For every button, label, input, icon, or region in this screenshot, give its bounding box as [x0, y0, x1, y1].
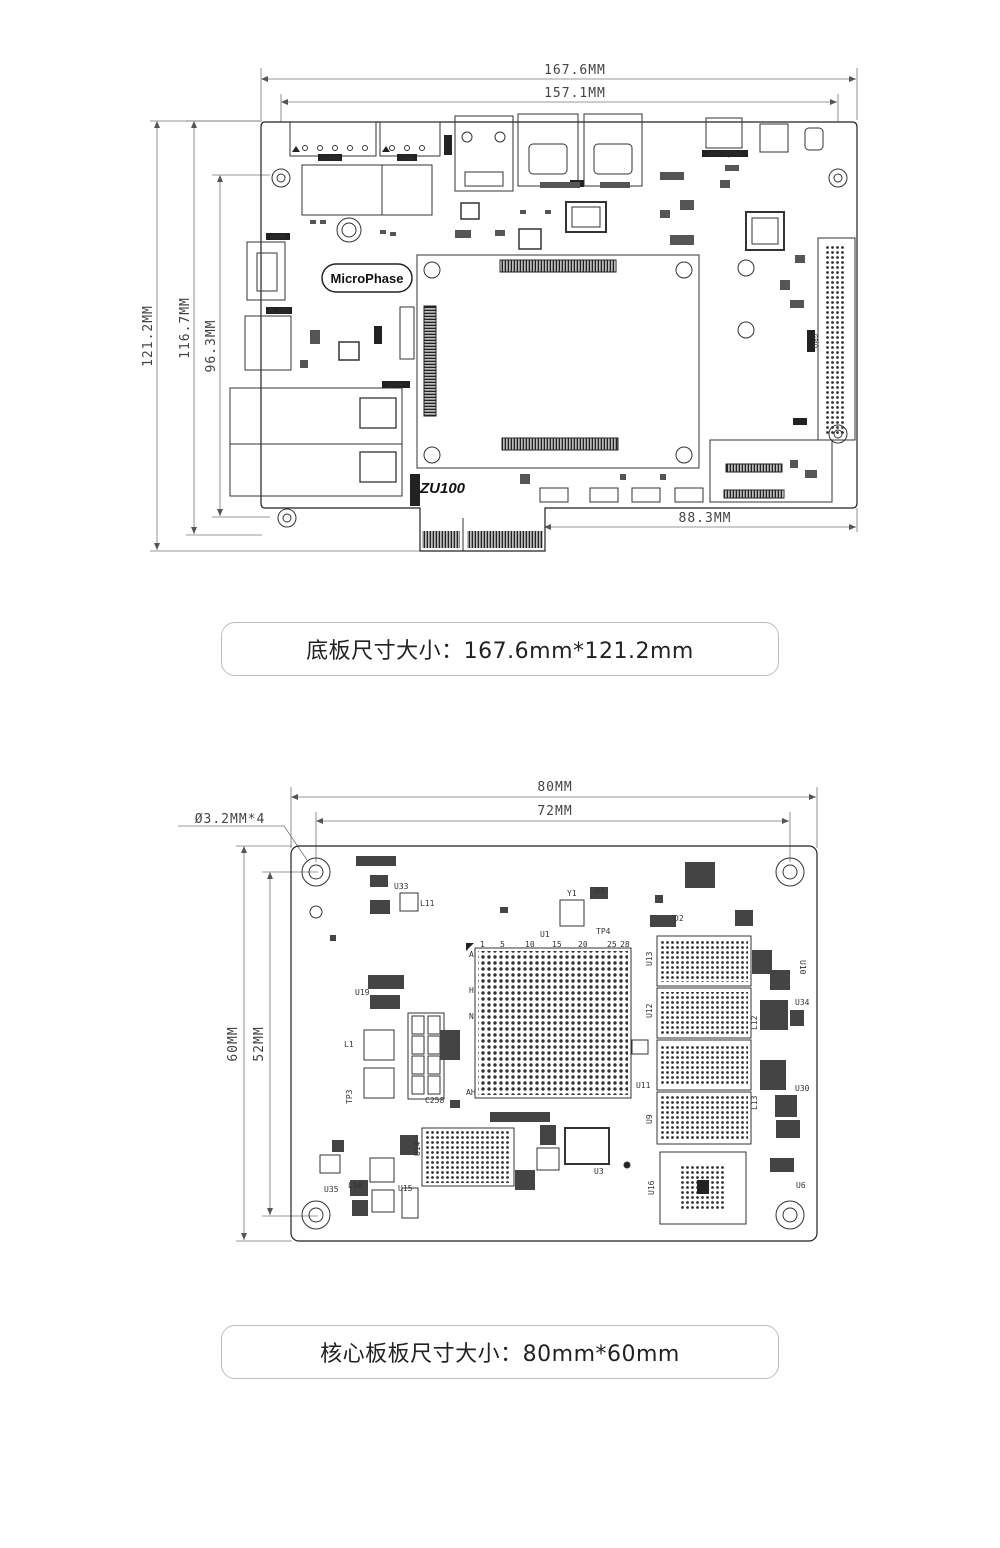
core-width-inner-label: 72MM: [537, 804, 572, 819]
label-u15: U15: [398, 1184, 413, 1193]
model-label: ZU100: [419, 480, 466, 497]
core-dimension-lines: [178, 787, 818, 1242]
bga-col-5: 5: [500, 940, 505, 949]
hole-note-label: Ø3.2MM*4: [195, 812, 266, 827]
bga-col-1: 1: [480, 940, 485, 949]
bga-row-a: A: [469, 950, 474, 959]
bga-col-28: 28: [620, 940, 630, 949]
label-u14: U14: [413, 1141, 422, 1156]
label-l11: L11: [420, 899, 435, 908]
label-u33: U33: [394, 882, 409, 891]
sfp-tag-label: SFP+: [388, 382, 404, 389]
microphase-logo-text: MicroPhase: [331, 271, 404, 286]
ddr-chips: [421, 935, 752, 1225]
label-y1: Y1: [567, 889, 577, 898]
label-d2: D2: [674, 914, 684, 923]
label-l1: L1: [344, 1040, 354, 1049]
bga-col-20: 20: [578, 940, 588, 949]
bga-col-15: 15: [552, 940, 562, 949]
base-height-outer-label: 121.2MM: [141, 305, 156, 367]
label-u13: U13: [645, 951, 654, 966]
label-u6: U6: [796, 1181, 806, 1190]
base-passive-components: [300, 165, 817, 484]
label-tp4: TP4: [596, 927, 611, 936]
base-width-inner-label: 157.1MM: [544, 86, 606, 101]
label-u3: U3: [594, 1167, 604, 1176]
base-board-outline: [260, 121, 858, 552]
label-u9: U9: [645, 1114, 654, 1124]
base-left-connectors: [229, 241, 403, 497]
core-board-socket: [416, 254, 700, 469]
fpga-bga-balls: [478, 951, 628, 1095]
rs485-tag-label: RS485: [320, 155, 340, 162]
core-board-outline: [290, 845, 818, 1242]
hdmi-tag-label: HDMI: [270, 234, 286, 241]
base-chips: [301, 164, 856, 503]
can-tag-label: CAN: [401, 155, 414, 162]
bga-col-labels: 1 5 10 15 20 25 28: [480, 940, 630, 949]
uart-jtag-tag-label: UART&JTAG: [708, 151, 743, 158]
label-u19: U19: [355, 988, 370, 997]
core-width-outer-label: 80MM: [537, 780, 572, 795]
gpio-tag-label: GPIO: [811, 334, 818, 349]
label-l13: L13: [750, 1095, 759, 1110]
label-d1: D1: [595, 886, 605, 895]
base-height-inner-label: 96.3MM: [204, 320, 219, 373]
label-u1: U1: [540, 930, 550, 939]
core-height-inner-label: 52MM: [252, 1026, 267, 1061]
label-c258: C258: [425, 1096, 444, 1105]
microphase-logo: [321, 263, 413, 293]
label-u34: U34: [795, 998, 810, 1007]
pl-eth-tag-label: PL ETH: [269, 308, 290, 315]
label-l12: L12: [750, 1015, 759, 1030]
core-mounting-holes: [301, 857, 805, 1230]
core-component-labels: U1 Y1 D1 TP4 U13 U12 U11 U9 U16 U14 U3 U…: [324, 882, 810, 1195]
base-width-outer-label: 167.6MM: [544, 63, 606, 78]
bga-row-labels: A H N AH: [466, 950, 476, 1097]
bga-row-ah: AH: [466, 1088, 476, 1097]
label-l10: L10: [348, 1181, 363, 1190]
bga-row-h: H: [469, 986, 474, 995]
base-board-drawing: [150, 68, 858, 552]
label-tp3: TP3: [345, 1089, 354, 1104]
label-u30: U30: [795, 1084, 810, 1093]
core-board-drawing: [178, 787, 818, 1242]
base-height-mid-label: 116.7MM: [178, 297, 193, 359]
label-u35: U35: [324, 1185, 339, 1194]
base-bottom-right-label: 88.3MM: [679, 511, 732, 526]
label-u16: U16: [647, 1180, 656, 1195]
core-height-outer-label: 60MM: [226, 1026, 241, 1061]
label-u11: U11: [636, 1081, 651, 1090]
bga-row-n: N: [469, 1012, 474, 1021]
bga-col-25: 25: [607, 940, 617, 949]
bga-col-10: 10: [525, 940, 535, 949]
label-u12: U12: [645, 1003, 654, 1018]
core-power-section: [319, 892, 585, 1219]
base-board-size-caption: 底板尺寸大小：167.6mm*121.2mm: [221, 622, 779, 676]
core-passives: [330, 856, 804, 1216]
fpga-bga-outline: [474, 947, 632, 1099]
core-board-size-caption: 核心板板尺寸大小：80mm*60mm: [221, 1325, 779, 1379]
label-u10: U10: [798, 960, 807, 975]
base-dimension-lines: [150, 68, 858, 552]
